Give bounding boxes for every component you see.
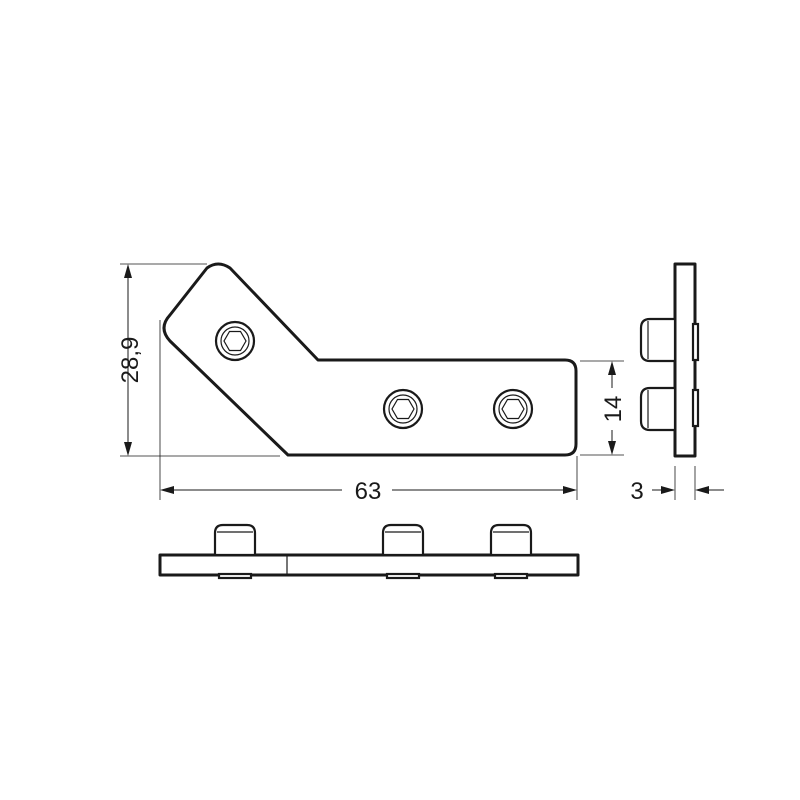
dimension-thickness: 3 [630, 466, 724, 505]
side-bolt-1 [639, 317, 677, 363]
dim-arm-width-label: 14 [600, 396, 627, 423]
dim-length-label: 63 [355, 478, 382, 505]
dimension-arm-width: 14 [580, 360, 628, 456]
front-bolt-1 [213, 523, 257, 580]
front-bolt-3 [489, 523, 533, 580]
front-plate [158, 553, 580, 577]
screw-head-2 [382, 388, 424, 430]
dimension-length: 63 [160, 456, 578, 505]
dim-thickness-label: 3 [630, 478, 643, 505]
front-bolt-2 [381, 523, 425, 580]
side-bolt-2 [639, 386, 677, 432]
side-view [639, 262, 700, 458]
plate-outline [162, 262, 578, 457]
dimension-height: 28,9 [117, 263, 280, 500]
dim-height-label: 28,9 [117, 337, 144, 384]
screw-head-3 [492, 388, 534, 430]
front-view [158, 523, 580, 580]
plan-view [162, 262, 578, 457]
screw-head-1 [214, 320, 256, 362]
